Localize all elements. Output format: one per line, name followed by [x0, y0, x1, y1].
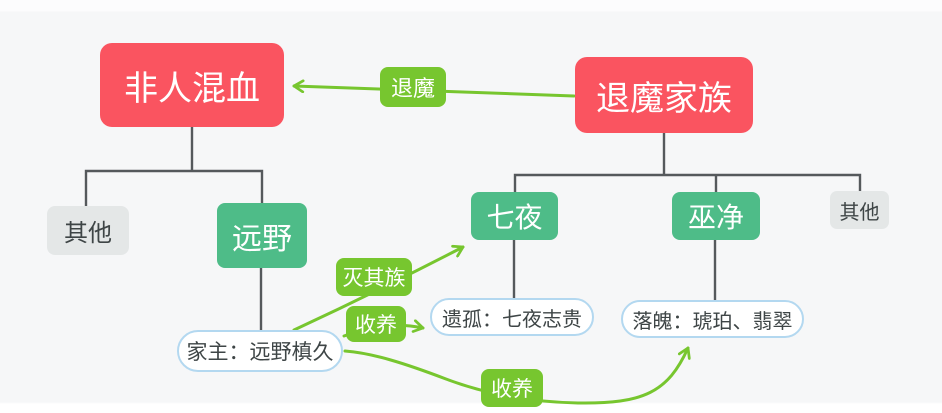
node-fujou-label: 巫净 [687, 202, 744, 233]
node-nanaya[interactable]: 七夜 [471, 192, 558, 240]
pill-fujou-fallen-label: 落魄：琥珀、翡翠 [632, 310, 793, 333]
node-nanaya-label: 七夜 [486, 202, 543, 233]
node-tohno-label: 远野 [232, 222, 292, 256]
relation-label-exterminate[interactable]: 灭其族 [336, 258, 412, 296]
relation-arrows [292, 79, 691, 405]
relation-exterminate-text: 灭其族 [342, 267, 406, 290]
node-taima-family-root[interactable]: 退魔家族 [575, 57, 753, 133]
pill-fujou-fallen[interactable]: 落魄：琥珀、翡翠 [621, 300, 804, 338]
relation-label-adopt-top[interactable]: 收养 [346, 306, 406, 342]
node-other-right[interactable]: 其他 [830, 191, 889, 229]
tree-connector-left [84, 126, 264, 331]
relation-adopt-bottom-text: 收养 [491, 378, 533, 401]
node-other-left-label: 其他 [64, 220, 112, 247]
relation-label-taima[interactable]: 退魔 [380, 67, 446, 107]
relation-taima-text: 退魔 [390, 76, 435, 101]
node-nonhuman-root[interactable]: 非人混血 [100, 43, 284, 127]
relation-label-adopt-bottom[interactable]: 收养 [481, 369, 543, 407]
node-nonhuman-label: 非人混血 [124, 69, 260, 108]
pill-tohno-head-label: 家主：远野槙久 [186, 341, 334, 364]
tree-connector-right [512, 133, 862, 301]
pill-nanaya-orphan[interactable]: 遗孤：七夜志贵 [430, 298, 594, 336]
pill-nanaya-orphan-label: 遗孤：七夜志贵 [442, 308, 582, 331]
node-other-left[interactable]: 其他 [47, 206, 129, 255]
node-other-right-label: 其他 [839, 201, 880, 224]
node-taima-family-label: 退魔家族 [596, 79, 732, 118]
node-tohno[interactable]: 远野 [217, 203, 307, 268]
relation-adopt-top-text: 收养 [355, 314, 397, 337]
node-fujou[interactable]: 巫净 [672, 192, 760, 240]
pill-tohno-head[interactable]: 家主：远野槙久 [177, 330, 343, 372]
